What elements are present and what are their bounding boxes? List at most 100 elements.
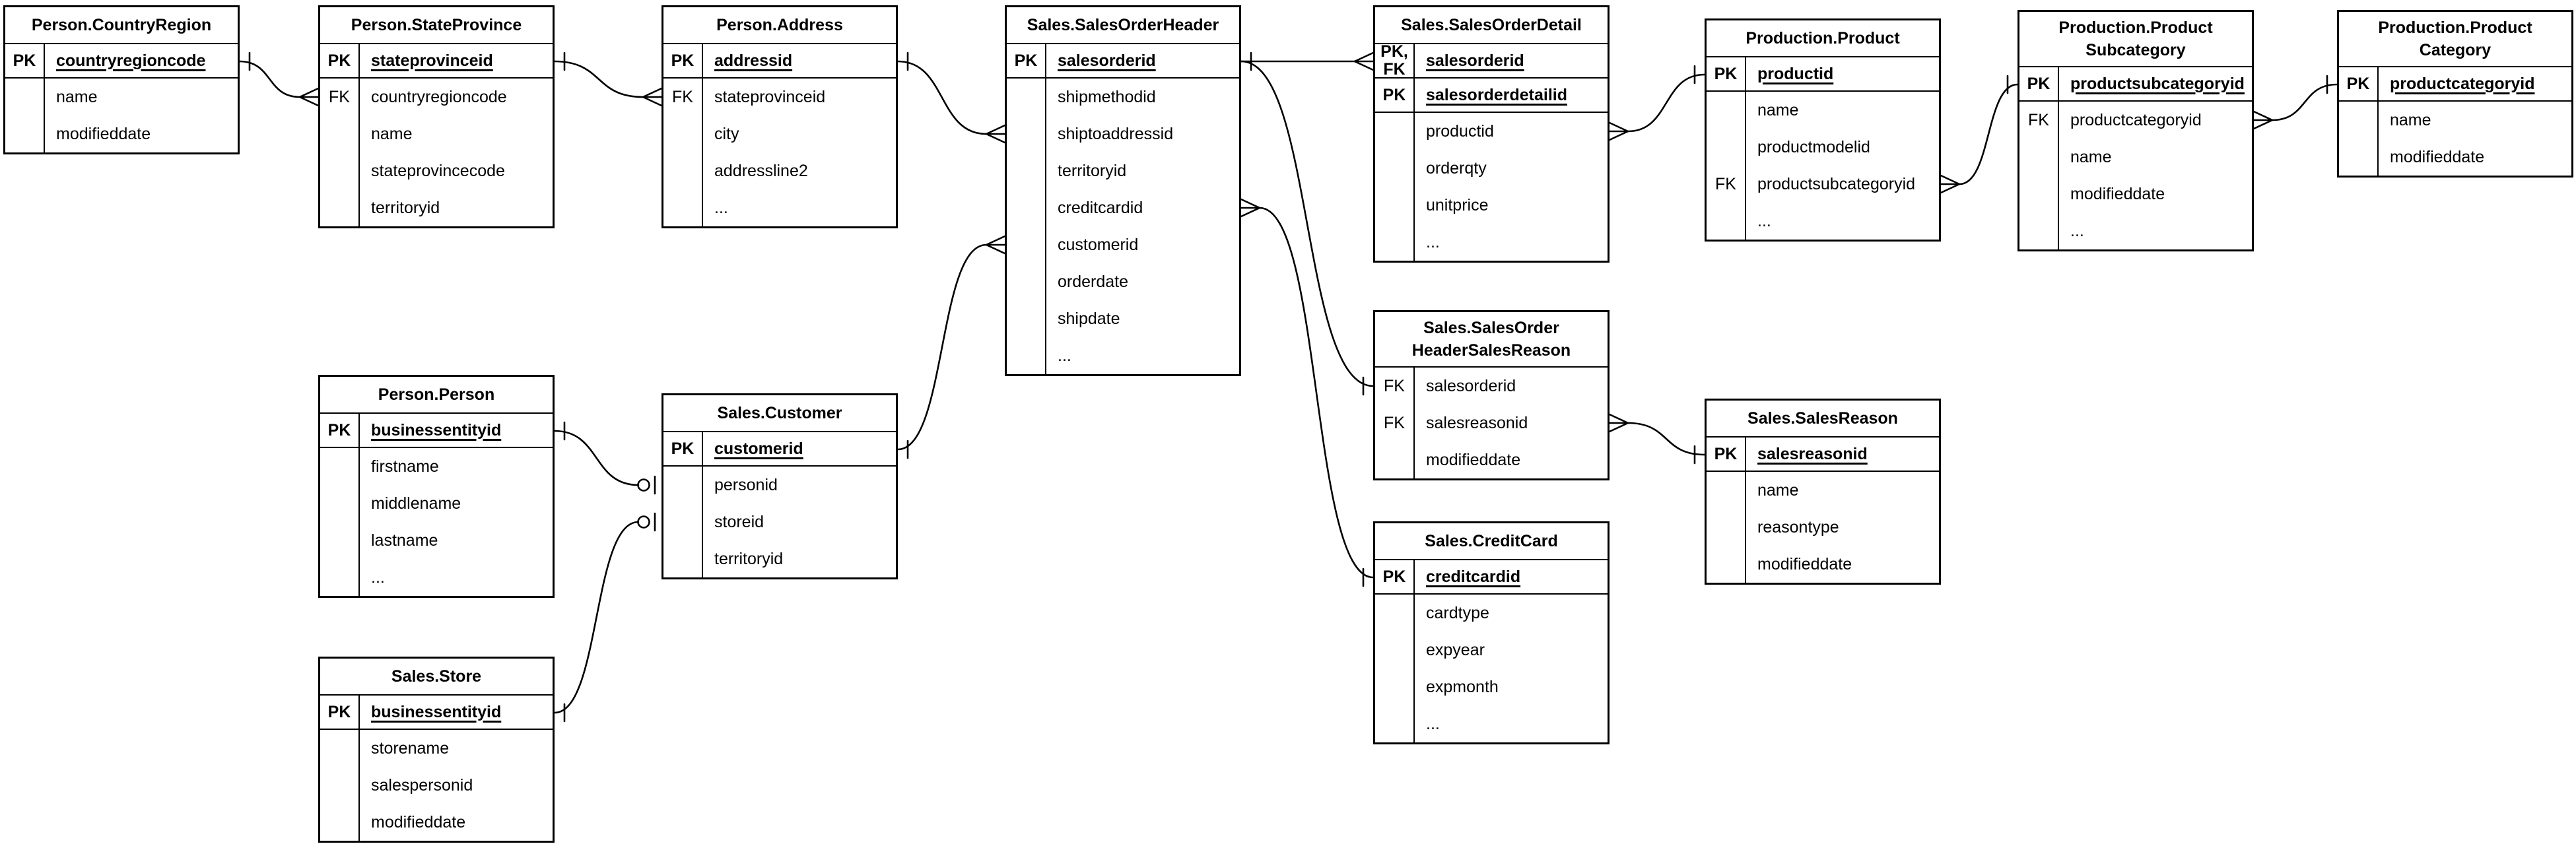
attribute-row: ... [320,559,553,596]
cardinality-marker-many [985,124,1006,144]
key-label: PK [663,432,703,465]
entity-title: Production.Product Subcategory [2019,12,2252,67]
key-label: PK [320,696,360,729]
key-label [1007,152,1046,189]
attribute-row: modifieddate [1707,546,1939,583]
entity-title: Sales.Customer [663,395,896,432]
entity-title: Sales.Store [320,659,553,696]
attribute-row: ... [1375,705,1608,742]
relationship-salesorderheader-creditcard[interactable] [1240,198,1374,587]
relationship-countryregion-stateprovince[interactable] [238,51,320,107]
attribute-name: shiptoaddressid [1058,124,1174,143]
key-label [663,189,703,226]
attribute-name: modifieddate [56,124,151,143]
relationship-store-customer[interactable] [553,512,656,723]
attribute-name: modifieddate [2390,147,2485,166]
attribute-row: productid [1375,113,1608,150]
attribute-name: territoryid [714,549,784,568]
key-label: FK [663,79,703,115]
attribute-row: expyear [1375,632,1608,668]
attribute-name: name [2070,147,2112,166]
key-label [1707,472,1746,509]
relationship-address-salesorderheader[interactable] [897,51,1006,144]
attribute-row: PK salesorderdetailid [1375,79,1608,113]
attribute-name: storeid [714,512,764,531]
key-label [320,115,360,152]
relationship-person-customer[interactable] [553,421,656,495]
key-label: FK [1375,405,1415,441]
entity-title: Sales.SalesOrderDetail [1375,7,1608,44]
cardinality-marker-many [1608,121,1629,141]
attribute-row: city [663,115,896,152]
cardinality-marker-many [985,235,1006,255]
attribute-row: name [1707,472,1939,509]
key-label [1375,224,1415,261]
relationship-productsubcategory-productcategory[interactable] [2253,75,2338,130]
attribute-row: orderqty [1375,150,1608,187]
relationship-salesorderdetail-product[interactable] [1608,65,1706,141]
key-label: PK [663,44,703,77]
attribute-name: orderqty [1426,158,1487,178]
attribute-row: unitprice [1375,187,1608,224]
attribute-row: ... [1007,337,1239,374]
attribute-name: businessentityid [371,702,502,721]
attribute-row: FK stateprovinceid [663,79,896,115]
attribute-row: name [320,115,553,152]
key-label [1375,113,1415,150]
attribute-name: countryregioncode [371,87,507,106]
key-label [1007,263,1046,300]
key-label: PK [320,44,360,77]
key-label: PK [320,414,360,447]
relationship-salesorderheader-salesorderdetail[interactable] [1240,51,1374,71]
attribute-name: stateprovinceid [714,87,826,106]
attribute-row: territoryid [1007,152,1239,189]
attribute-row: lastname [320,522,553,559]
attribute-name: city [714,124,739,143]
attribute-name: shipdate [1058,309,1120,328]
attribute-name: creditcardid [1426,567,1521,586]
attribute-name: stateprovinceid [371,51,493,70]
entity-title: Sales.SalesOrder HeaderSalesReason [1375,312,1608,368]
relationship-headersalesreason-salesreason[interactable] [1608,413,1706,465]
attribute-row: name [2019,139,2252,176]
attribute-name: salespersonid [371,775,473,795]
cardinality-marker-many [1940,174,1961,194]
key-label [1007,79,1046,115]
key-label [1007,300,1046,337]
attribute-name: cardtype [1426,603,1489,622]
relationship-customer-salesorderheader[interactable] [897,235,1006,459]
relationship-salesorderheader-headersalesreason[interactable] [1240,60,1374,396]
attribute-name: salesorderdetailid [1426,85,1567,104]
key-label [1007,337,1046,374]
attribute-name: salesorderid [1426,51,1524,70]
key-label: PK [1375,79,1415,112]
attribute-row: modifieddate [5,115,238,152]
attribute-name: firstname [371,457,439,476]
relationship-line [1958,83,2019,185]
entity-title: Person.Person [320,377,553,414]
attribute-name: productsubcategoryid [2070,74,2245,93]
relationship-product-productsubcategory[interactable] [1940,75,2019,194]
key-label [663,540,703,577]
attribute-name: storename [371,738,450,758]
relationship-stateprovince-address[interactable] [553,51,663,107]
key-label [1375,187,1415,224]
